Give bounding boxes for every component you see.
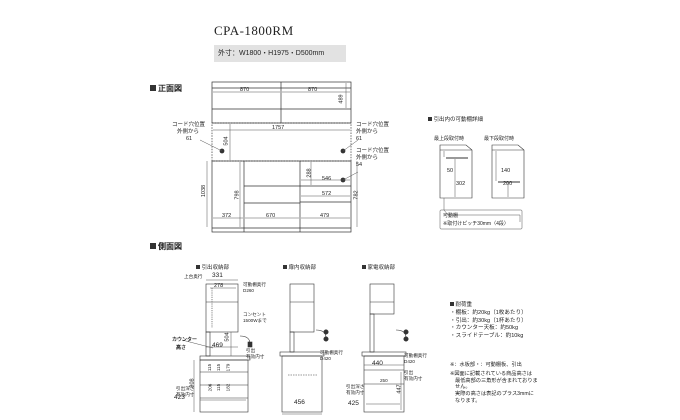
dim-456: 456	[294, 399, 305, 406]
square-bullet-icon	[150, 243, 156, 249]
cord-label-right-top: コード穴位置 外側から 61	[356, 122, 390, 142]
counter-height-label: カウンター 高さ	[172, 337, 198, 351]
detail-label-top: 最上段取付時	[434, 136, 465, 142]
cord-label-right-bottom: コード穴位置 外側から 54	[356, 148, 390, 168]
dim-bottom-right: 479	[320, 213, 330, 219]
side-sub-door: 扉内収納部	[283, 263, 316, 271]
inner-depth-label: 引出深さ 有効内寸	[176, 386, 195, 397]
dim-top-left-width: 870	[240, 87, 250, 93]
detail-v200: 200	[503, 181, 513, 187]
load-item: ・棚板：約20kg（1枚あたり）	[450, 310, 527, 316]
dimensions-label: 外寸：W1800・H1975・D500mm	[214, 45, 346, 62]
dim-331: 331	[212, 272, 223, 279]
top-depth-label: 上台奥行	[184, 274, 203, 279]
square-bullet-icon	[150, 85, 156, 91]
load-list: ・棚板：約20kg（1枚あたり） ・引出：約30kg（1杯あたり） ・カウンター…	[450, 310, 527, 340]
square-bullet-icon	[283, 265, 287, 269]
dim-504-side: 504	[224, 332, 231, 342]
dim-447: 447	[396, 384, 403, 394]
dim-206: 206	[207, 383, 213, 392]
dim-115a: 115	[207, 363, 213, 372]
dim-250: 250	[380, 378, 388, 383]
dim-469: 469	[212, 342, 223, 349]
square-bullet-icon	[196, 265, 200, 269]
upper-cabinet	[211, 81, 352, 124]
dim-278: 278	[214, 283, 224, 289]
dim-423: 423	[174, 394, 185, 401]
shelf-depth-label-1: 可動棚奥行 D260	[243, 282, 266, 293]
shelf-depth-label-3: 可動棚奥行 D420	[404, 353, 427, 364]
dim-440: 440	[372, 360, 383, 367]
detail-v50: 50	[447, 168, 454, 174]
shelf-depth-label-2: 可動棚奥行 D420	[320, 350, 343, 361]
detail-label-bottom: 最下段取付時	[484, 136, 515, 142]
lower-cabinet	[211, 160, 352, 233]
dim-115b: 115	[216, 363, 222, 372]
detail-note-1: 可動棚	[443, 213, 459, 219]
side-sub-drawer: 引出収納部	[196, 263, 229, 271]
dim-115c: 115	[216, 383, 222, 392]
dim-drawer-572: 572	[322, 191, 332, 197]
dim-counter-width: 1757	[272, 125, 285, 131]
slide-depth-label: 引出深さ 有効内寸	[346, 384, 365, 395]
load-heading: 耐荷重	[450, 300, 472, 308]
dim-top-right-width: 870	[308, 87, 318, 93]
drawer-detail-heading: 引出内の可動棚詳細	[428, 115, 483, 123]
detail-note-2: ※取付けピッチ30mm（4段）	[443, 221, 509, 227]
model-number: CPA-1800RM	[214, 23, 294, 38]
outlet-label: コンセント 1500Wまで	[243, 312, 267, 323]
drawer-inner-label: 引出 有効内寸	[246, 348, 265, 359]
dim-bottom-mid: 670	[266, 213, 276, 219]
dim-179: 179	[225, 363, 231, 372]
side-view-heading: 側面図	[150, 241, 182, 252]
load-item: ・スライドテーブル：約10kg	[450, 332, 524, 339]
dim-drawer-546: 546	[322, 176, 332, 182]
square-bullet-icon	[450, 302, 454, 306]
load-item: ・引出：約30kg（1杯あたり）	[450, 317, 527, 324]
dim-425: 425	[348, 400, 359, 407]
detail-v140: 140	[501, 168, 511, 174]
load-item: ・カウンター天板：約50kg	[450, 325, 519, 331]
front-view-heading: 正面図	[150, 83, 182, 94]
side-sub-appliance: 家電収納部	[362, 263, 395, 271]
notes: ※：水板部・：可動棚板、引出 ※図面に記載されている商品高さは 最低高部の三角形…	[450, 362, 538, 404]
dim-182: 182	[225, 383, 231, 392]
detail-v302: 302	[456, 181, 466, 187]
dim-bottom-left: 372	[222, 213, 232, 219]
cord-label-left: コード穴位置 外側から 61	[172, 122, 206, 142]
square-bullet-icon	[362, 265, 366, 269]
square-bullet-icon	[428, 117, 432, 121]
slide-inner-label: 引出 有効内寸	[404, 370, 423, 381]
